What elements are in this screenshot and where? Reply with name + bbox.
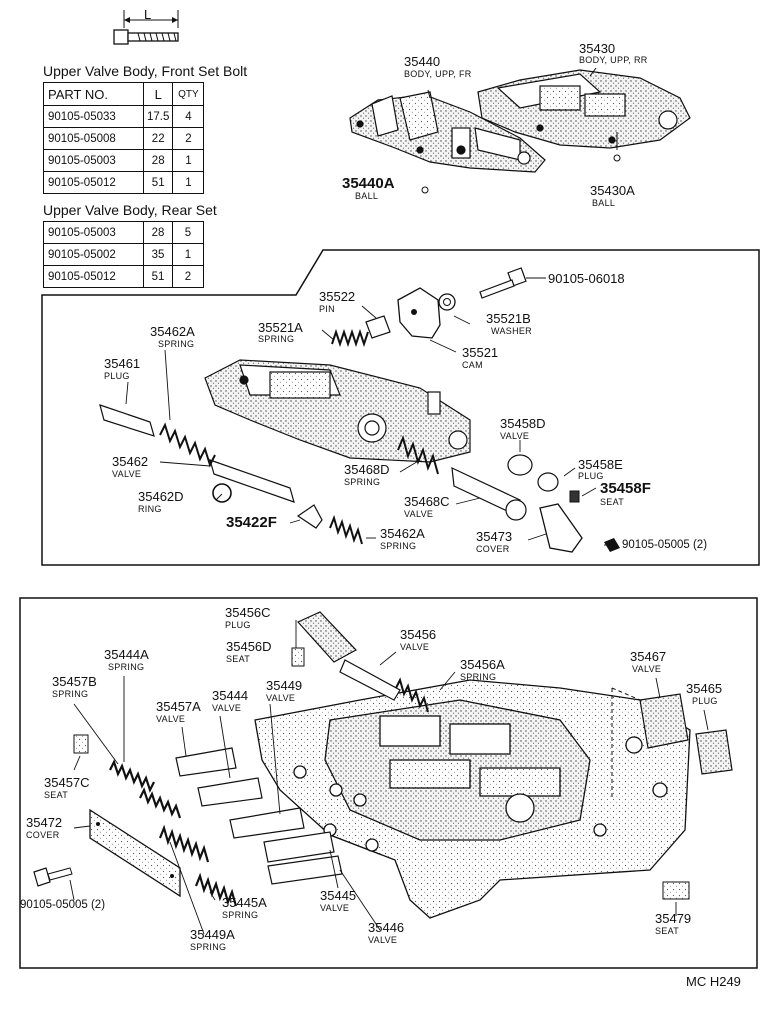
table-header-row: PART NO. L QTY bbox=[43, 82, 205, 106]
seat-35457c-icon bbox=[73, 734, 89, 754]
middle-valve-body bbox=[204, 359, 471, 463]
bolt-length-label: L bbox=[144, 7, 152, 22]
valve-35446-icon bbox=[267, 855, 343, 885]
spring-35449a-icon bbox=[158, 824, 210, 863]
table-row: 90105-05012 51 2 bbox=[43, 265, 204, 288]
middle-section-frame bbox=[41, 249, 760, 566]
valve-35467-icon bbox=[639, 693, 689, 749]
front-table-title: Upper Valve Body, Front Set Bolt bbox=[43, 63, 248, 79]
ball-icon bbox=[613, 154, 621, 162]
upper-valve-body-front bbox=[349, 91, 546, 173]
rear-bolt-table: 90105-05003 28 5 90105-05002 35 1 90105-… bbox=[43, 221, 204, 288]
cover-35473-icon bbox=[539, 503, 583, 553]
valve-35445-icon bbox=[263, 831, 335, 863]
seat-35479-icon bbox=[662, 881, 690, 900]
pin-icon bbox=[365, 315, 391, 339]
plug-35458e-icon bbox=[537, 472, 559, 492]
bolt-05005-lower-icon bbox=[33, 867, 51, 887]
upper-valve-body-rear bbox=[477, 69, 691, 149]
plug-35465-icon bbox=[695, 729, 733, 775]
ball-icon bbox=[421, 186, 429, 194]
spring-35462a-icon bbox=[159, 422, 216, 468]
spring-35468d-icon bbox=[397, 434, 439, 475]
length-cell: 28 bbox=[143, 221, 173, 244]
spring-35462a-bottom-icon bbox=[329, 514, 363, 545]
length-cell: 17.5 bbox=[142, 105, 174, 128]
valve-35449-icon bbox=[229, 807, 305, 839]
lower-valve-body bbox=[254, 679, 691, 919]
front-bolt-table: PART NO. L QTY 90105-05033 17.5 4 90105-… bbox=[43, 82, 205, 194]
seat-35456d-icon bbox=[291, 647, 305, 667]
qty-cell: 1 bbox=[172, 171, 205, 194]
qty-cell: 2 bbox=[172, 265, 204, 288]
table-row: 90105-05008 22 2 bbox=[43, 127, 205, 150]
rear-table-title: Upper Valve Body, Rear Set bbox=[43, 202, 217, 218]
lower-section-frame bbox=[19, 597, 758, 969]
bolt-06018-icon bbox=[479, 267, 527, 299]
valve-35456-icon bbox=[339, 659, 401, 701]
spring-35456a-icon bbox=[395, 677, 429, 713]
ring-icon bbox=[212, 483, 232, 503]
table-row: 90105-05012 51 1 bbox=[43, 171, 205, 194]
length-cell: 35 bbox=[143, 243, 173, 266]
part-no-cell: 90105-05012 bbox=[43, 265, 144, 288]
valve-35444-icon bbox=[197, 777, 263, 807]
cam-icon bbox=[397, 287, 441, 339]
seat-35458f-icon bbox=[569, 490, 580, 503]
plug-35456c-icon bbox=[297, 611, 357, 663]
spring-35444a-icon bbox=[109, 759, 155, 793]
part-no-cell: 90105-05008 bbox=[43, 127, 144, 150]
valve-35458d-icon bbox=[507, 454, 533, 476]
table-row: 90105-05003 28 5 bbox=[43, 221, 204, 244]
spring-35457b-icon bbox=[139, 787, 182, 819]
figure-code: MC H249 bbox=[686, 974, 741, 989]
valve-35462-icon bbox=[209, 459, 295, 503]
bolt-icon: L bbox=[110, 6, 190, 48]
valve-35457a-icon bbox=[175, 747, 237, 777]
header-length: L bbox=[142, 82, 174, 106]
cover-35472-icon bbox=[89, 808, 181, 898]
header-qty: QTY bbox=[172, 82, 205, 106]
length-cell: 51 bbox=[142, 171, 174, 194]
table-row: 90105-05002 35 1 bbox=[43, 243, 204, 266]
bracket-35422f-icon bbox=[296, 504, 323, 529]
spring-35445a-icon bbox=[194, 872, 238, 907]
part-no-cell: 90105-05012 bbox=[43, 171, 144, 194]
spring-35521a-icon bbox=[331, 328, 369, 348]
plug-35461-icon bbox=[99, 404, 155, 437]
